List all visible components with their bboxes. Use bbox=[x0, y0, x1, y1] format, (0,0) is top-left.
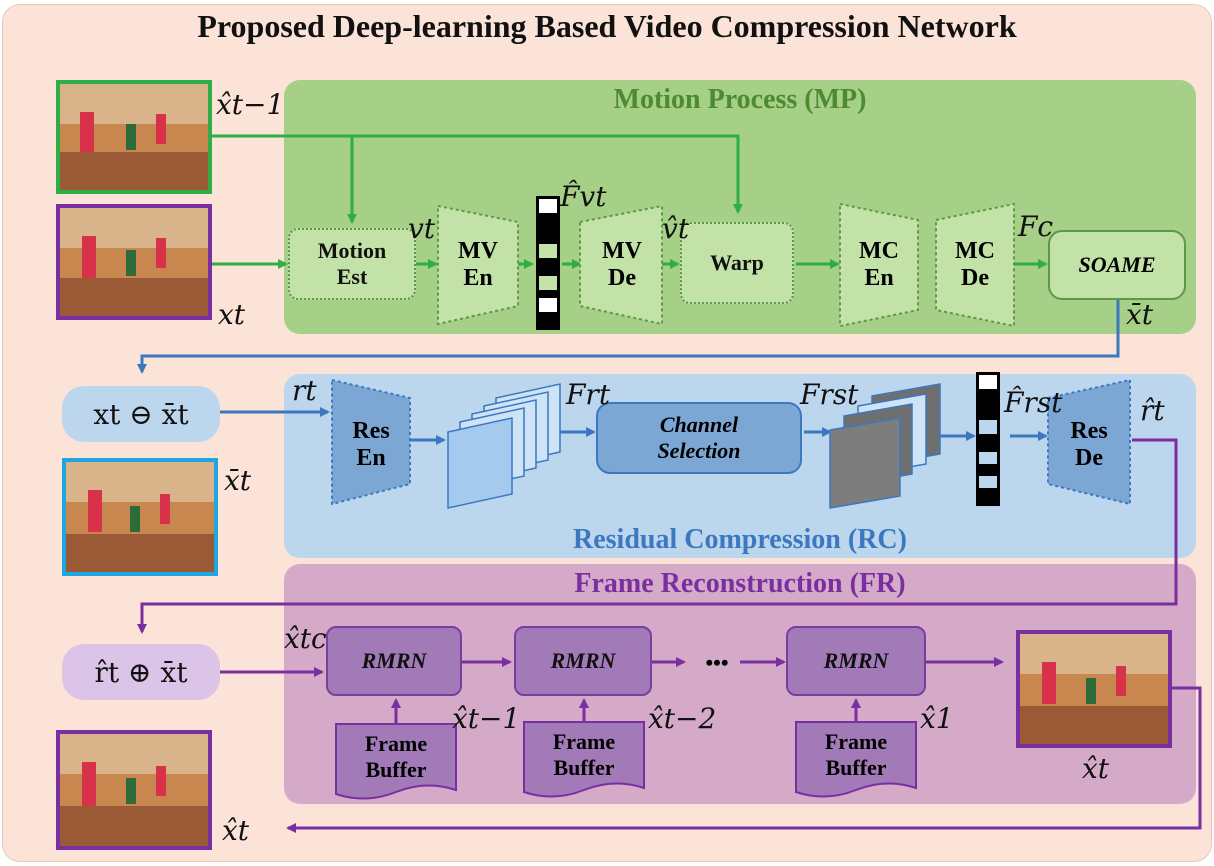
mv-en-label: MV En bbox=[440, 228, 516, 302]
rmrn-block-n: RMRN bbox=[786, 626, 926, 696]
current-frame-thumbnail bbox=[56, 204, 212, 320]
frame-buffer-n: Frame Buffer bbox=[796, 724, 916, 786]
label-f-r: Frt bbox=[566, 378, 611, 411]
frame-buffer-2-line2: Buffer bbox=[553, 755, 615, 780]
soame-block: SOAME bbox=[1048, 230, 1186, 300]
output-frame-thumbnail bbox=[56, 730, 212, 850]
label-x-hat-t-minus-1: x̂t−1 bbox=[216, 88, 285, 121]
label-v-t: vt bbox=[408, 212, 436, 245]
mv-de-label: MV De bbox=[584, 228, 660, 302]
mv-encoder-block bbox=[437, 204, 519, 326]
residual-decoder-block bbox=[1047, 378, 1131, 506]
residual-latent-bar bbox=[976, 372, 1000, 506]
frame-buffer-1: Frame Buffer bbox=[336, 726, 456, 788]
predicted-frame-thumbnail bbox=[62, 458, 218, 576]
rmrn-block-1: RMRN bbox=[326, 626, 462, 696]
channel-selection-line1: Channel bbox=[659, 412, 739, 437]
channel-selection-line2: Selection bbox=[657, 438, 741, 463]
selected-feature-maps bbox=[829, 383, 941, 509]
label-v-hat-t: v̂t bbox=[662, 212, 690, 245]
residual-encoder-block bbox=[331, 378, 411, 506]
res-de-line2: De bbox=[1075, 445, 1103, 471]
fr-panel-title: Frame Reconstruction (FR) bbox=[574, 568, 906, 599]
mv-decoder-block bbox=[579, 204, 663, 326]
res-en-label: Res En bbox=[334, 408, 408, 482]
label-r-hat-t: r̂t bbox=[1140, 394, 1165, 427]
rc-panel-title: Residual Compression (RC) bbox=[573, 524, 907, 555]
res-de-line1: Res bbox=[1070, 418, 1108, 444]
motion-est-line2: Est bbox=[336, 264, 368, 289]
rmrn-block-2: RMRN bbox=[514, 626, 652, 696]
mc-en-line1: MC bbox=[859, 238, 899, 264]
label-f-rs: Frst bbox=[800, 378, 859, 411]
res-en-line1: Res bbox=[352, 418, 390, 444]
mc-en-label: MC En bbox=[842, 228, 916, 302]
frame-buffer-1-line1: Frame bbox=[364, 731, 428, 756]
label-x-hat-c-t: x̂tc bbox=[284, 622, 327, 655]
label-x-bar-t-mp: x̄t bbox=[1126, 298, 1154, 331]
frame-buffer-shapes bbox=[335, 721, 917, 800]
mc-encoder-block bbox=[839, 202, 919, 328]
frame-buffer-2-line1: Frame bbox=[552, 729, 616, 754]
mc-de-line1: MC bbox=[955, 238, 995, 264]
mp-panel-title: Motion Process (MP) bbox=[613, 84, 867, 115]
label-x-hat-t-minus-1-fr: x̂t−1 bbox=[452, 702, 521, 735]
mv-en-line2: En bbox=[463, 265, 493, 291]
warp-block: Warp bbox=[680, 222, 794, 304]
res-en-line2: En bbox=[356, 445, 386, 471]
frame-buffer-n-line1: Frame bbox=[824, 729, 888, 754]
label-x-hat-1: x̂1 bbox=[920, 702, 954, 735]
label-f-rs-hat: F̂rst bbox=[1004, 386, 1063, 419]
label-x-hat-t-minus-2: x̂t−2 bbox=[648, 702, 717, 735]
add-operation: r̂t ⊕ x̄t bbox=[62, 644, 220, 700]
frame-buffer-2: Frame Buffer bbox=[524, 724, 644, 786]
label-x-t: xt bbox=[218, 298, 246, 331]
subtract-operation: xt ⊖ x̄t bbox=[62, 386, 220, 442]
mc-de-label: MC De bbox=[938, 228, 1012, 302]
reconstructed-frame-thumbnail bbox=[1016, 630, 1172, 748]
mv-de-line2: De bbox=[608, 265, 636, 291]
label-x-hat-t-output: x̂t bbox=[222, 814, 250, 847]
frame-buffer-1-line2: Buffer bbox=[365, 757, 427, 782]
mc-decoder-block bbox=[935, 202, 1015, 328]
mc-en-line2: En bbox=[864, 265, 894, 291]
frame-buffer-n-line2: Buffer bbox=[825, 755, 887, 780]
channel-selection-block: Channel Selection bbox=[596, 402, 802, 474]
motion-estimation-block: Motion Est bbox=[288, 228, 416, 300]
mv-en-line1: MV bbox=[458, 238, 498, 264]
residual-feature-maps bbox=[447, 383, 561, 509]
rmrn-ellipsis: ••• bbox=[705, 650, 729, 675]
mv-de-line1: MV bbox=[602, 238, 642, 264]
mc-de-line2: De bbox=[961, 265, 989, 291]
motion-est-line1: Motion bbox=[317, 238, 387, 263]
label-f-c: Fc bbox=[1018, 210, 1054, 243]
diagram-title: Proposed Deep-learning Based Video Compr… bbox=[197, 8, 1017, 44]
label-x-hat-t-fr: x̂t bbox=[1082, 752, 1110, 785]
res-de-label: Res De bbox=[1050, 408, 1128, 482]
prev-reconstructed-frame-thumbnail bbox=[56, 80, 212, 194]
label-f-v-hat: F̂vt bbox=[560, 180, 607, 213]
label-r-t: rt bbox=[292, 374, 317, 407]
motion-latent-bar bbox=[536, 196, 560, 330]
label-x-bar-t-rc: x̄t bbox=[224, 464, 252, 497]
